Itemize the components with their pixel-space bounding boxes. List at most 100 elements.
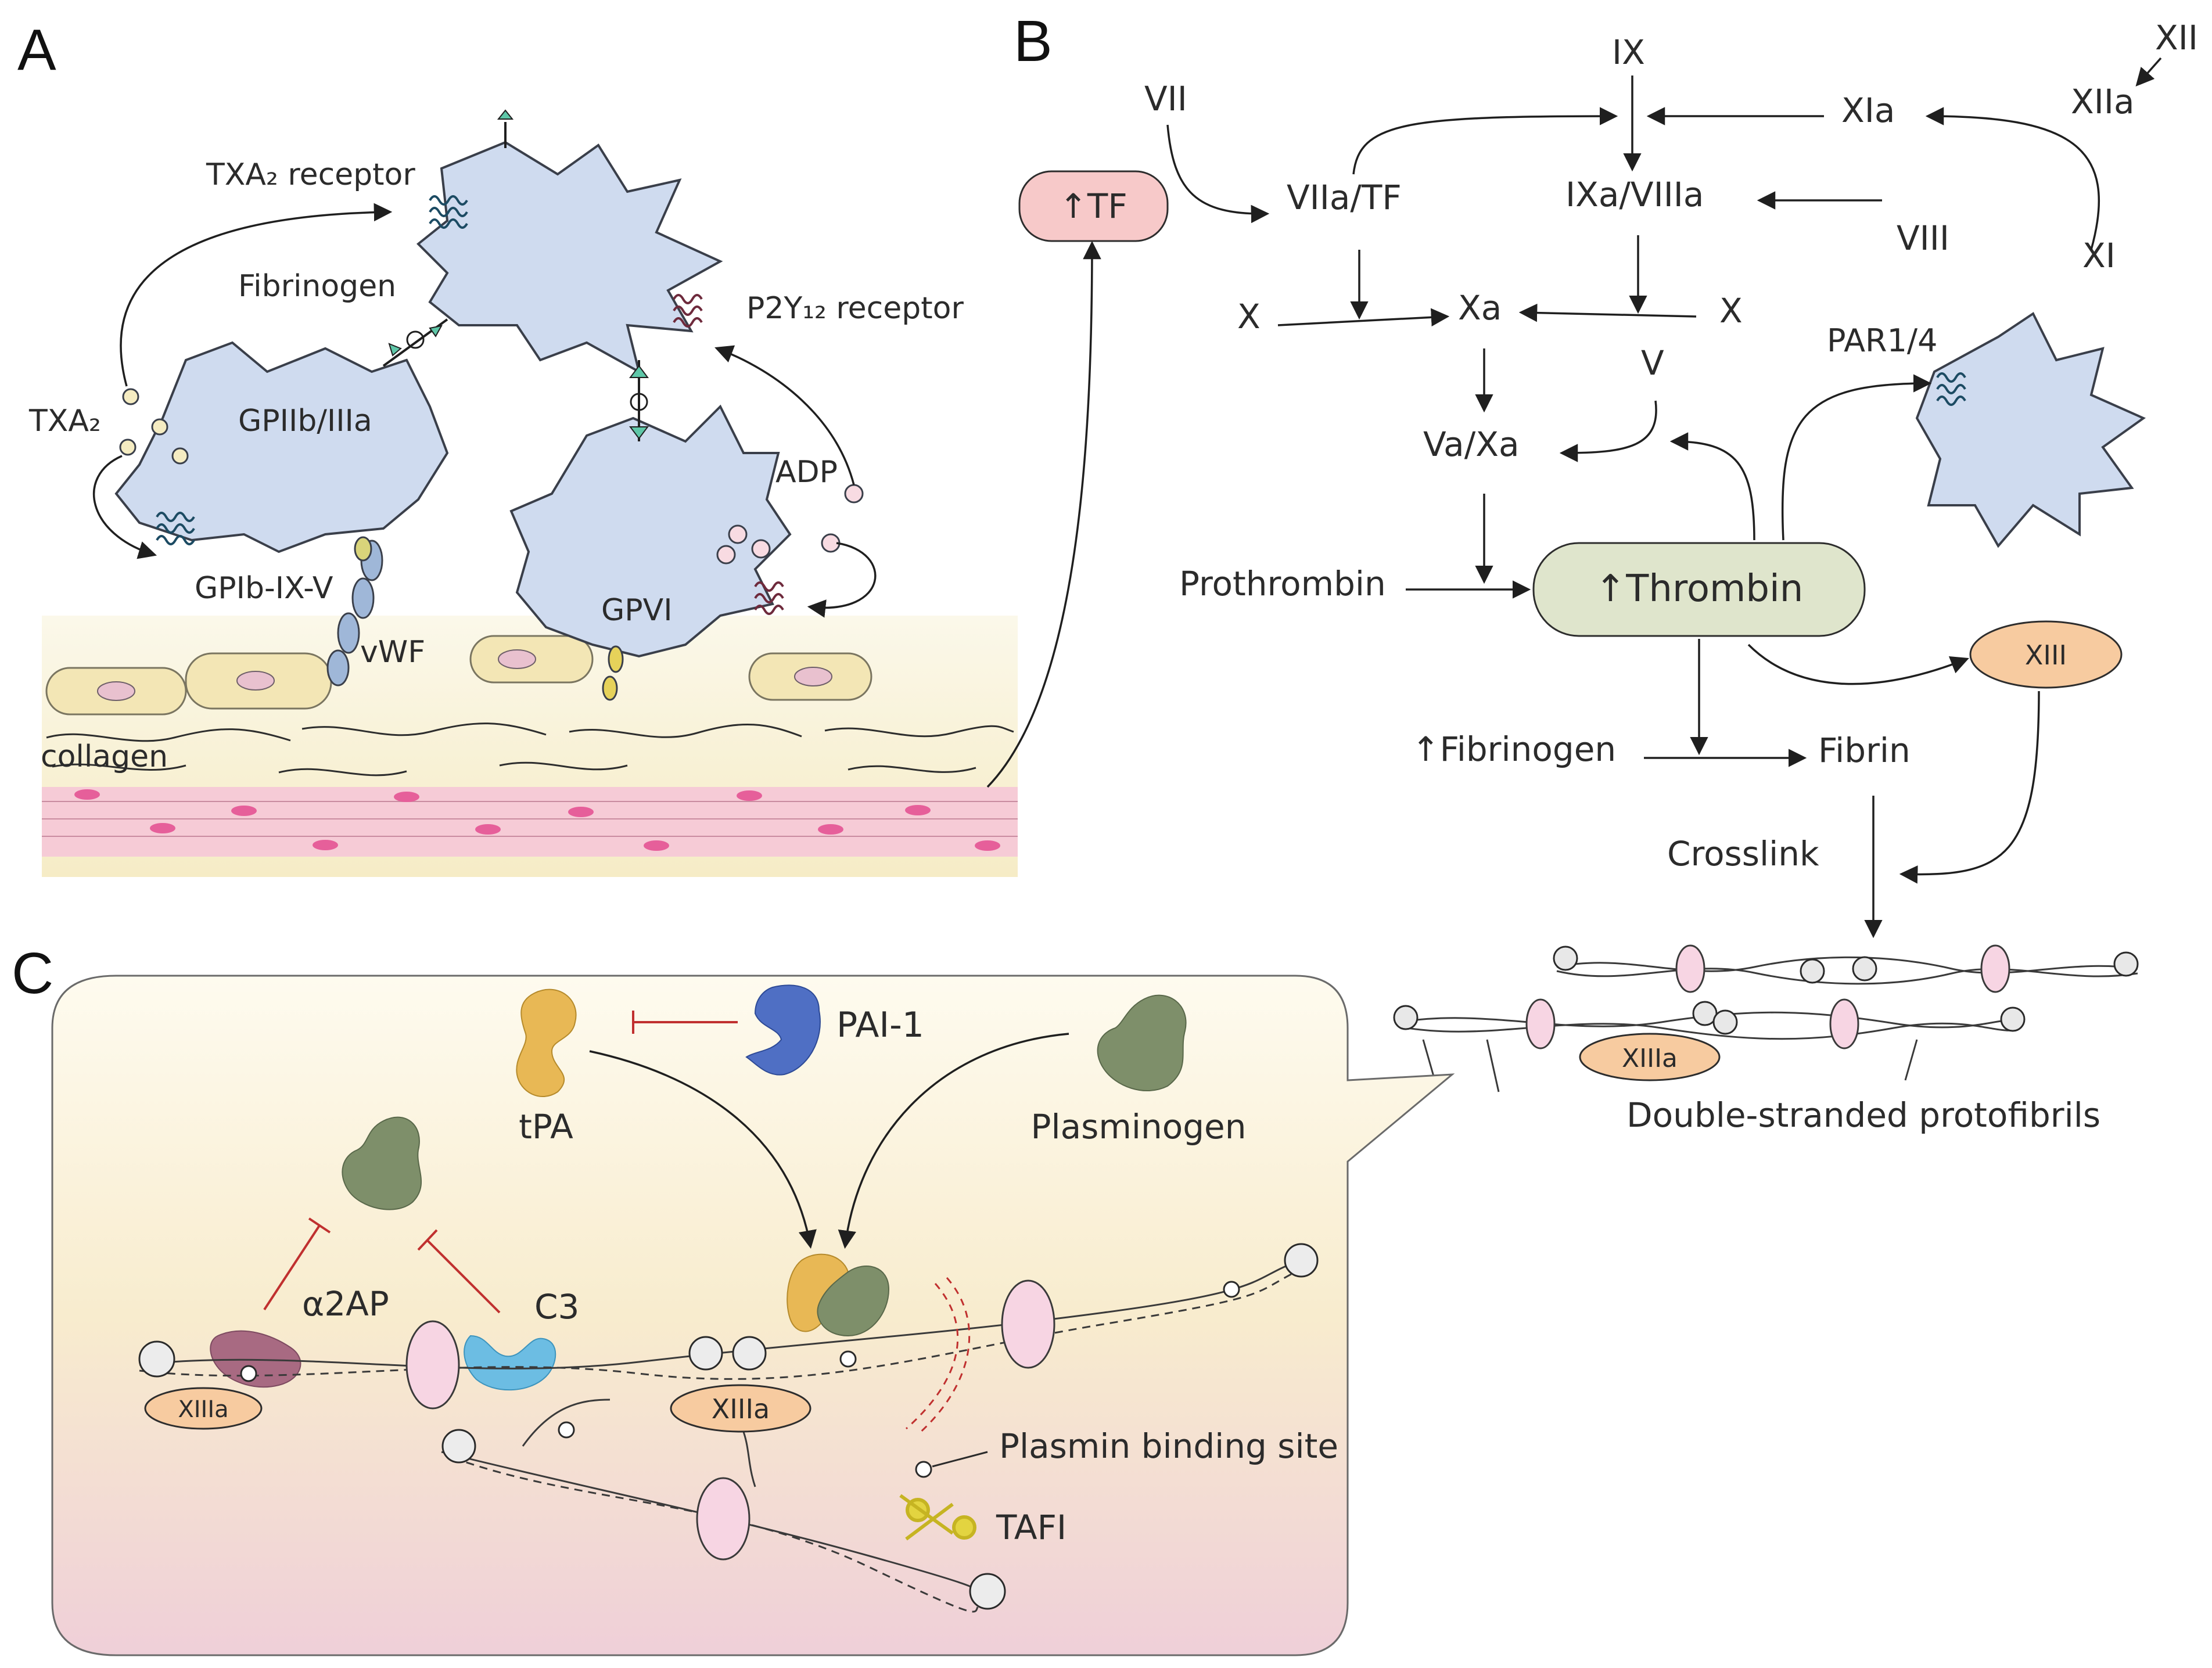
txa2-to-receptor-arrow [120,203,393,387]
x-left-to-xa-arrow [1277,308,1450,327]
txa2-to-left-receptor-arrow [92,455,157,559]
pai1-inhibits-tpa-line [632,1011,738,1034]
factor-vii-label: VII [1144,79,1187,118]
plasminogen-to-fibrin-arrow [838,1033,1069,1249]
xiii-oval [1969,620,2123,689]
collagen-label: collagen [41,739,168,774]
panel-c: XIIIa XIIIa tPA PAI-1 Plasminogen α2AP C… [51,975,1455,1656]
platelet-top [416,141,723,374]
panel-b: ↑TF VII VIIa/TF IX IXa/VIIIa XIa XII XII… [1018,18,2198,1135]
gpiib-iiia-label: GPIIb/IIIa [238,404,372,438]
factor-xia-label: XIa [1841,91,1895,130]
factor-xii-label: XII [2155,18,2198,57]
txa2-receptor-top-icon [429,195,468,229]
vessel-wall [42,787,1018,857]
crosslink-label: Crosslink [1667,834,1819,873]
plasmin-binding-site-label: Plasmin binding site [999,1426,1338,1466]
xiiia-left-oval [144,1387,263,1430]
txa2-label: TXA₂ [28,404,101,438]
x-right-to-xa-arrow [1518,303,1697,322]
factor-v-label: V [1641,343,1664,383]
txa2-molecules [119,388,189,465]
pai1-icon [745,984,821,1076]
gpvi-collagen-link-icon [602,645,624,701]
xiia-to-xia-arrow [1925,107,2100,250]
par-label: PAR1/4 [1827,322,1937,359]
par-receptor-icon [1936,372,1966,406]
p2y12-receptor-label: P2Y₁₂ receptor [746,291,964,326]
factor-x-left-label: X [1237,297,1261,336]
xiiia-mid-oval [670,1384,811,1433]
tafi-scissors-icon [899,1494,976,1541]
xiii-to-crosslink-arrow [1899,691,2040,884]
a2ap-label: α2AP [302,1284,389,1324]
xiiia-left-label: XIIIa [178,1396,228,1423]
c3-inhibits-plasmin-line [417,1229,501,1314]
c3-icon [464,1335,556,1391]
p2y12-receptor-middle-icon [754,581,784,615]
factor-x-right-label: X [1719,291,1743,330]
cleavage-lines [906,1277,971,1436]
factor-ixa-viiia-label: IXa/VIIIa [1565,175,1704,214]
xii-to-xiia-arrow [2135,57,2162,87]
txa2-receptor-left-icon [156,512,195,545]
xiiia-protofibril-label: XIIIa [1622,1044,1678,1073]
thrombin-box [1532,542,1866,637]
tf-label: ↑TF [1059,186,1127,226]
plasminogen-icon [1097,994,1187,1091]
a2ap-inhibits-plasmin-line [263,1217,331,1311]
xiii-label: XIII [2025,639,2067,671]
vii-to-viia-arrow [1166,124,1270,224]
thrombin-to-v-arrow [1669,432,1755,541]
adp-molecules [716,484,864,565]
vwf-chain-icon [326,536,383,686]
tafi-label: TAFI [996,1508,1066,1547]
vwf-label: vWF [360,635,425,670]
adp-label: ADP [775,455,838,490]
panel-a: collagen [28,109,1101,877]
gpvi-label: GPVI [601,593,673,628]
fibrinogen-bridge-2-icon [629,360,649,441]
factor-xa-label: Xa [1458,288,1502,328]
fibrinogen-bridge-1-icon [382,318,448,367]
viia-to-ix-arrow [1352,107,1618,175]
thrombin-to-xiii-arrow [1747,644,1969,685]
plasminogen-bound-icon [817,1266,890,1337]
panel-label-a: A [17,17,56,82]
fibrin-nodules-c [405,1279,1055,1561]
platelet-middle [509,404,792,658]
fibrin-label: Fibrin [1818,731,1911,770]
v-to-vaxa-arrow [1559,400,1657,462]
factor-ix-label: IX [1612,33,1645,72]
c3-label: C3 [534,1287,579,1327]
tpa-label: tPA [519,1107,573,1146]
fibrinogen-b-label: ↑Fibrinogen [1412,729,1616,769]
plasmin-icon [342,1116,422,1210]
prothrombin-label: Prothrombin [1179,564,1386,603]
factor-viii-label: VIII [1897,218,1949,258]
xiiia-protofibril-oval [1579,1033,1721,1081]
gpib-ix-v-label: GPIb-IX-V [195,571,333,606]
plasmin-site-pointer [932,1451,988,1468]
panel-label-c: C [12,941,53,1006]
txa2-receptor-label: TXA₂ receptor [206,157,415,192]
fibrinogen-label: Fibrinogen [238,269,396,304]
tpa-icon [516,988,577,1098]
panel-label-b: B [1014,9,1053,74]
tpa-to-fibrin-arrow [589,1050,817,1249]
adp-to-middle-receptor-arrow [807,542,877,618]
adp-to-p2y12-arrow [714,345,855,486]
collagen-fibers [46,722,1014,777]
protofibrils-label: Double-stranded protofibrils [1626,1095,2100,1135]
pai1-label: PAI-1 [836,1005,924,1045]
factor-xiia-label: XIIa [2071,82,2135,121]
factor-va-xa-label: Va/Xa [1423,425,1520,464]
xiiia-mid-label: XIIIa [712,1393,770,1425]
p2y12-receptor-top-icon [673,294,703,328]
plasminogen-label: Plasminogen [1031,1107,1247,1146]
collagen-to-tf-arrow [986,240,1101,788]
protofibril-illustration: XIIIa [1393,944,2139,1092]
fibrin-d-domains-c [138,1243,1319,1610]
platelet-left [114,341,449,553]
